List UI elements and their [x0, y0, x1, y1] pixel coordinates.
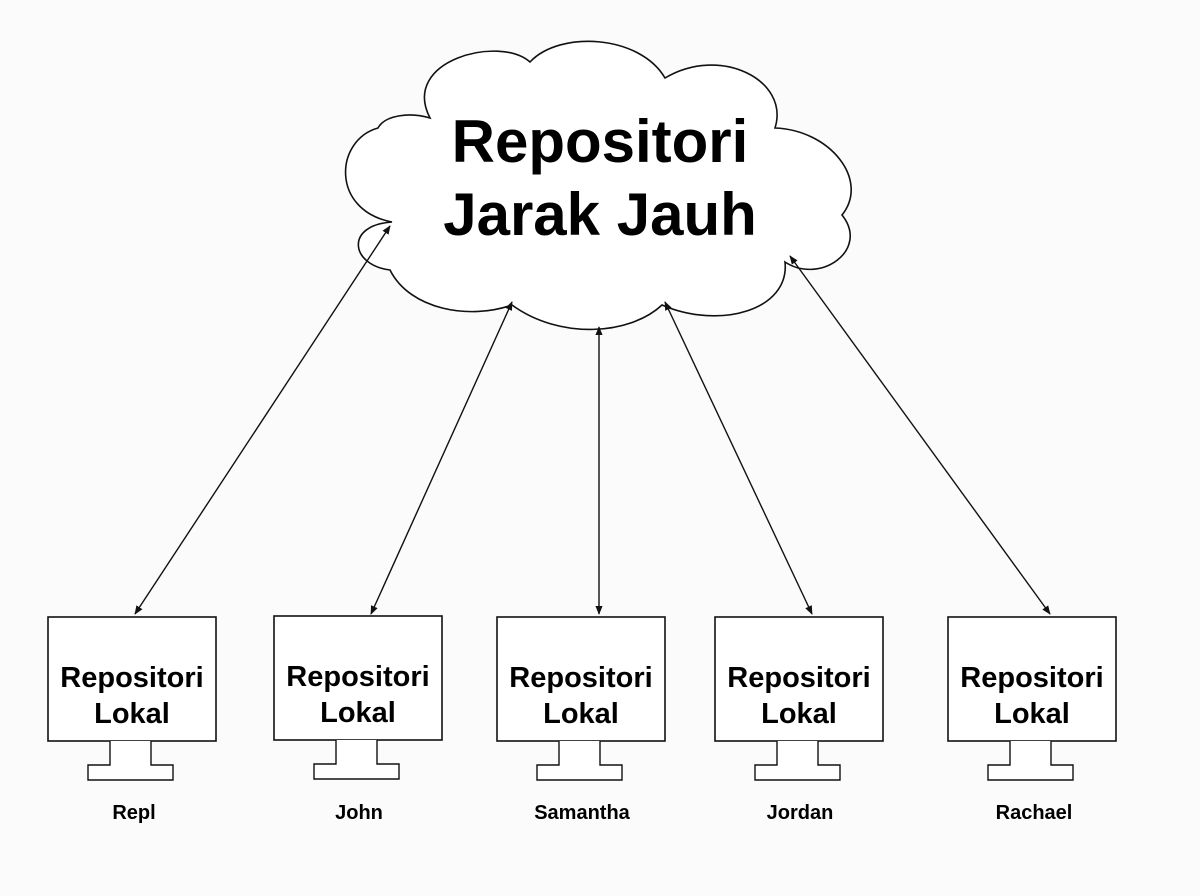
connection-jordan — [664, 301, 813, 615]
monitor-icon — [714, 616, 884, 742]
monitor-stand — [754, 741, 841, 781]
cloud-icon — [344, 40, 852, 331]
monitor-stand — [313, 740, 400, 780]
local-repository-rachael: Repositori Lokal Rachael — [947, 616, 1117, 824]
local-repo-label-line2: Lokal — [543, 698, 619, 730]
remote-title-line1: Repositori — [452, 108, 749, 175]
monitor-icon — [496, 616, 666, 742]
local-repo-label-line1: Repositori — [960, 662, 1103, 694]
remote-title-line2: Jarak Jauh — [443, 181, 757, 248]
connections — [134, 225, 1051, 615]
user-name-samantha: Samantha — [534, 802, 630, 824]
local-repo-label-line2: Lokal — [994, 698, 1070, 730]
local-repo-label-line2: Lokal — [94, 698, 170, 730]
local-repo-label-line1: Repositori — [727, 662, 870, 694]
user-name-repl: Repl — [112, 802, 155, 824]
local-repo-label-line2: Lokal — [761, 698, 837, 730]
user-name-rachael: Rachael — [996, 802, 1073, 824]
local-repository-repl: Repositori Lokal Repl — [47, 616, 217, 824]
monitor-stand — [987, 741, 1074, 781]
monitor-icon — [947, 616, 1117, 742]
monitor-icon — [273, 615, 443, 741]
user-name-jordan: Jordan — [767, 802, 834, 824]
local-repo-label-line1: Repositori — [509, 662, 652, 694]
connection-rachael — [789, 255, 1051, 615]
connection-john — [370, 301, 513, 615]
monitor-stand — [87, 741, 174, 781]
local-repository-jordan: Repositori Lokal Jordan — [714, 616, 884, 824]
remote-repository-cloud: Repositori Jarak Jauh — [344, 40, 852, 331]
connection-repl — [134, 225, 391, 615]
local-repo-label-line1: Repositori — [60, 662, 203, 694]
user-name-john: John — [335, 802, 383, 824]
monitor-icon — [47, 616, 217, 742]
local-repo-label-line1: Repositori — [286, 661, 429, 693]
local-repo-label-line2: Lokal — [320, 697, 396, 729]
local-repository-samantha: Repositori Lokal Samantha — [496, 616, 666, 824]
monitor-stand — [536, 741, 623, 781]
local-repository-john: Repositori Lokal John — [273, 615, 443, 824]
